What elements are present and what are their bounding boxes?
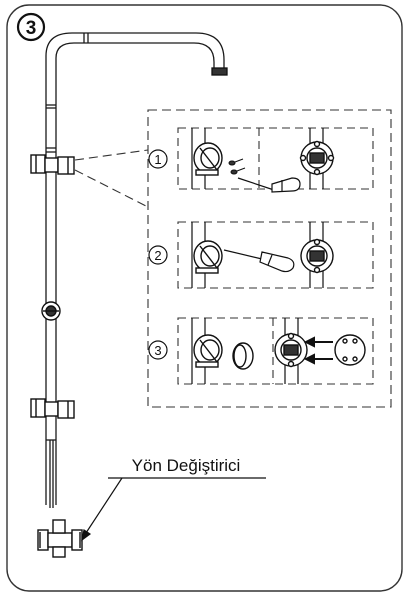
screwdriver-icon [223, 249, 295, 273]
diverter-label: Yön Değiştirici [132, 456, 241, 475]
outer-frame [6, 4, 403, 592]
bracket-angled-icon [193, 142, 223, 176]
cover-cap-icon [232, 342, 254, 370]
detail-row-1: 1 [148, 127, 374, 193]
bracket-front-icon [300, 238, 334, 274]
callout-lines [74, 149, 149, 208]
diverter-leader [81, 477, 266, 542]
lower-wall-bracket [30, 398, 75, 419]
row-1-number-circle [148, 149, 168, 169]
row-2-number: 2 [154, 248, 161, 263]
bracket-angled-icon [193, 240, 223, 274]
row-1-number: 1 [154, 152, 161, 167]
screw-icon [228, 158, 246, 175]
arrow-icon [303, 336, 333, 365]
row-3-number: 3 [154, 343, 161, 358]
diverter-valve [37, 519, 83, 558]
screwdriver-icon [237, 177, 301, 193]
step-badge-circle [16, 12, 46, 42]
bracket-front-icon [299, 140, 335, 176]
step-badge: 3 [16, 12, 46, 42]
detail-row-2: 2 [148, 221, 374, 289]
shower-column [45, 32, 228, 508]
cover-cap-front-icon [334, 334, 366, 366]
bracket-front-icon [274, 332, 308, 368]
row-2-number-circle [148, 245, 168, 265]
upper-wall-bracket [30, 154, 75, 175]
detail-panel [147, 109, 392, 408]
slide-holder [41, 301, 61, 321]
row-3-number-circle [148, 340, 168, 360]
detail-row-3: 3 [148, 317, 374, 385]
step-number: 3 [26, 18, 37, 39]
bracket-angled-icon [193, 334, 223, 368]
